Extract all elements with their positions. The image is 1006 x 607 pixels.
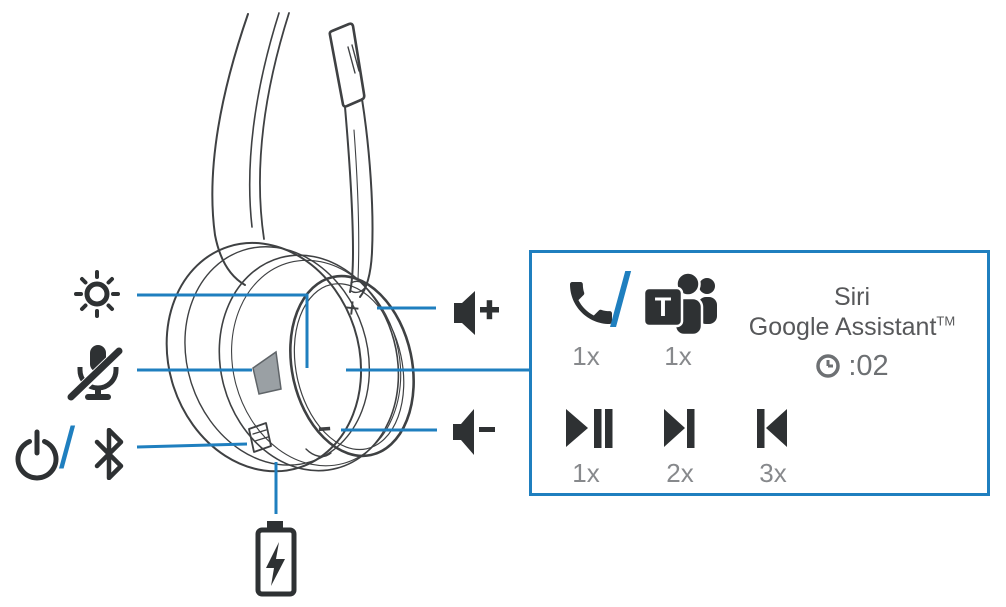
phone-call-icon (570, 282, 612, 324)
next-track-press-count: 2x (666, 458, 694, 488)
power-icon (15, 429, 59, 481)
power-callout-line (136, 442, 248, 449)
hold-timer-row: :02 (732, 349, 972, 383)
previous-track-press-count: 3x (759, 458, 787, 488)
device-volume-up-mark: + (342, 292, 361, 323)
clock-icon (816, 354, 841, 378)
brightness-sun-icon (74, 270, 120, 318)
teams-press-count: 1x (664, 341, 692, 371)
headband (211, 12, 290, 286)
teams-logo-letter: T (655, 292, 672, 322)
previous-track-icon (757, 409, 787, 448)
assistant-name-siri: Siri (833, 283, 871, 311)
phone-press-count: 1x (572, 341, 600, 371)
voice-assistant-block: Siri Google AssistantTM :02 (732, 283, 972, 383)
microsoft-teams-icon: T (643, 271, 717, 337)
functions-callout-box: 1x / T 1x Siri Google AssistantTM :02 (529, 250, 990, 496)
phone-teams-separator: / (610, 258, 632, 343)
microphone-mute-icon (67, 345, 126, 401)
power-bluetooth-separator: / (59, 416, 76, 481)
hold-time-value: :02 (848, 350, 889, 382)
ear-cup (165, 241, 415, 473)
volume-down-icon (453, 409, 495, 455)
usb-port (248, 422, 272, 453)
boom-microphone (328, 22, 374, 298)
device-volume-down-mark: - (315, 399, 334, 452)
next-track-icon (664, 409, 695, 448)
mute-button (252, 350, 282, 395)
assistant-name-google: Google AssistantTM (748, 312, 956, 341)
play-pause-press-count: 1x (572, 458, 600, 488)
volume-up-icon (454, 291, 499, 335)
bluetooth-icon (94, 428, 124, 480)
trademark-superscript: TM (936, 313, 956, 329)
play-pause-icon (566, 409, 613, 448)
battery-charging-icon (255, 521, 297, 597)
led-callout-line (137, 293, 309, 368)
